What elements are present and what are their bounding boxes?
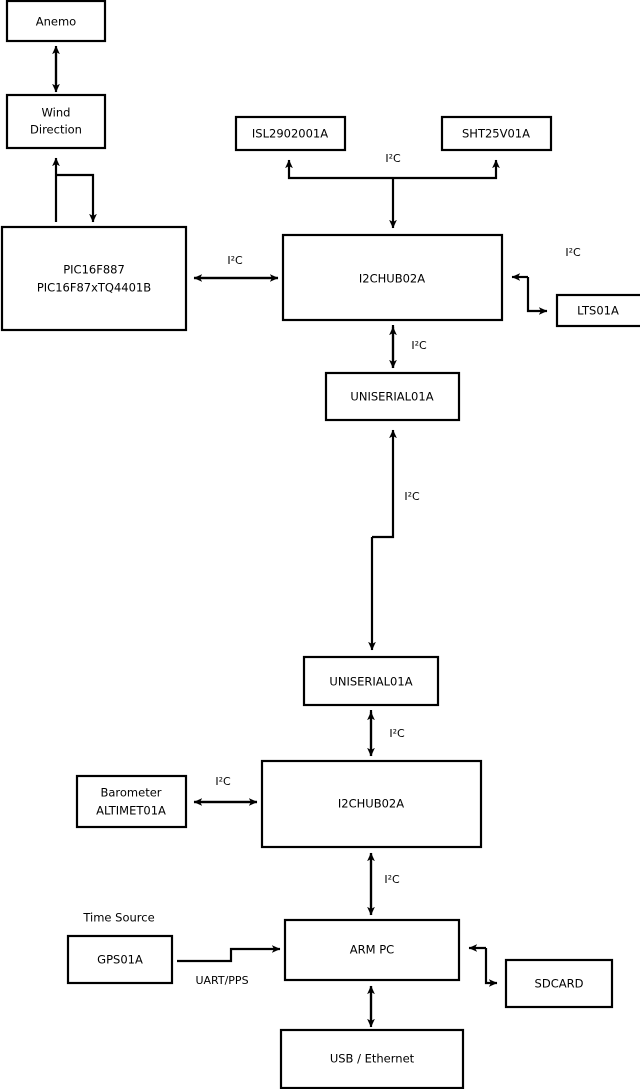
edge-uniserial1-uniserial2: I²C bbox=[368, 429, 420, 651]
edge-hub-uniserial1: I²C bbox=[389, 325, 427, 369]
node-label-uniserial01a-upper: UNISERIAL01A bbox=[350, 390, 433, 404]
edge-label-hubbot-armpc: I²C bbox=[384, 873, 400, 886]
edge-baro-hubbot: I²C bbox=[193, 775, 258, 806]
edge-gps-armpc: UART/PPS bbox=[177, 945, 281, 987]
edge-label-uniserial2-hubbot: I²C bbox=[389, 727, 405, 740]
node-pic16f887[interactable]: PIC16F887 PIC16F87xTQ4401B bbox=[0, 225, 188, 332]
edge-label-hub-uniserial1: I²C bbox=[411, 339, 427, 352]
edge-wind-pic bbox=[52, 157, 97, 223]
node-isl2902001a[interactable]: ISL2902001A bbox=[234, 115, 347, 152]
edge-label-uniserial-link: I²C bbox=[404, 490, 420, 503]
edge-label-pic-hub: I²C bbox=[227, 254, 243, 267]
edges-layer: I²C I²C I²C I²C I²C bbox=[52, 45, 581, 1028]
node-label-sdcard: SDCARD bbox=[535, 977, 584, 991]
node-wind-direction[interactable]: Wind Direction bbox=[5, 93, 107, 150]
node-uniserial01a-lower[interactable]: UNISERIAL01A bbox=[302, 655, 440, 707]
edge-hub-sensors: I²C bbox=[285, 152, 500, 229]
node-label-gps01a: GPS01A bbox=[97, 953, 143, 967]
node-sht25v01a[interactable]: SHT25V01A bbox=[440, 115, 553, 152]
node-label-isl2902001a: ISL2902001A bbox=[252, 127, 328, 141]
node-label-i2chub02a-top: I2CHUB02A bbox=[359, 272, 425, 286]
node-label-usb-ethernet: USB / Ethernet bbox=[330, 1052, 415, 1066]
edge-pic-hub: I²C bbox=[193, 254, 279, 282]
node-gps01a[interactable]: GPS01A bbox=[66, 934, 174, 985]
edge-label-hub-sensors: I²C bbox=[385, 152, 401, 165]
node-arm-pc[interactable]: ARM PC bbox=[283, 918, 461, 982]
node-label-i2chub02a-bottom: I2CHUB02A bbox=[338, 797, 404, 811]
edge-uniserial2-hubbot: I²C bbox=[367, 710, 405, 757]
node-label-pic-line2: PIC16F87xTQ4401B bbox=[37, 281, 151, 295]
node-anemo[interactable]: Anemo bbox=[5, 0, 107, 43]
node-label-barometer-line2: ALTIMET01A bbox=[96, 804, 166, 818]
node-label-uniserial01a-lower: UNISERIAL01A bbox=[329, 675, 412, 689]
node-lts01a[interactable]: LTS01A bbox=[555, 293, 640, 328]
node-label-wind-direction-line2: Direction bbox=[30, 123, 82, 137]
edge-label-gps-armpc: UART/PPS bbox=[195, 974, 248, 987]
node-uniserial01a-upper[interactable]: UNISERIAL01A bbox=[324, 371, 461, 422]
node-label-pic-line1: PIC16F887 bbox=[63, 263, 125, 277]
node-usb-ethernet[interactable]: USB / Ethernet bbox=[279, 1028, 465, 1089]
edge-label-hub-lts: I²C bbox=[565, 246, 581, 259]
node-label-sht25v01a: SHT25V01A bbox=[462, 127, 530, 141]
node-sdcard[interactable]: SDCARD bbox=[504, 958, 614, 1009]
edge-armpc-sdcard bbox=[468, 944, 498, 987]
edge-label-baro-hubbot: I²C bbox=[215, 775, 231, 788]
node-label-wind-direction-line1: Wind bbox=[42, 106, 71, 120]
node-barometer-altimet01a[interactable]: Barometer ALTIMET01A bbox=[75, 774, 188, 829]
node-label-barometer-line1: Barometer bbox=[100, 786, 161, 800]
free-labels-layer: Time Source bbox=[82, 911, 154, 925]
label-time-source: Time Source bbox=[82, 911, 154, 925]
edge-hubbot-armpc: I²C bbox=[367, 852, 400, 916]
node-i2chub02a-bottom[interactable]: I2CHUB02A bbox=[260, 759, 483, 849]
edge-hub-lts: I²C bbox=[511, 246, 581, 315]
node-label-arm-pc: ARM PC bbox=[350, 943, 394, 957]
node-i2chub02a-top[interactable]: I2CHUB02A bbox=[281, 233, 504, 322]
node-label-anemo: Anemo bbox=[36, 15, 76, 29]
node-label-lts01a: LTS01A bbox=[577, 304, 619, 318]
